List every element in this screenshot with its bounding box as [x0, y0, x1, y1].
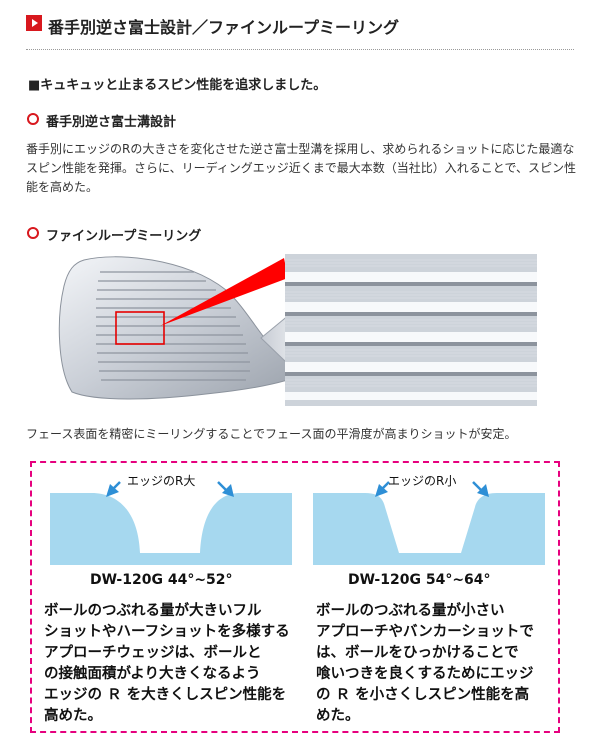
- edge-label-large-r: エッジのR大: [127, 474, 196, 488]
- milling-caption: フェース表面を精密にミーリングすることでフェース面の平滑度が高まりショットが安定…: [26, 427, 517, 441]
- arrow-right-icon: [472, 481, 482, 491]
- milling-illustration: [58, 254, 537, 406]
- zoom-area-marker: [115, 311, 165, 345]
- comparison-desc-right: ボールのつぶれる量が小さい アプローチやバンカーショットで は、ボールをひっかけ…: [316, 603, 534, 724]
- zoom-pointer: [160, 258, 288, 326]
- edge-label-small-r: エッジのR小: [388, 474, 457, 488]
- arrow-right-head-icon: [477, 484, 489, 497]
- red-circle-icon: [27, 113, 39, 125]
- arrow-left-icon: [382, 481, 390, 489]
- arrow-left-head-icon: [106, 484, 119, 497]
- arrow-right-head-icon: [222, 484, 234, 497]
- milling-zoom-panel: [285, 254, 537, 406]
- model-label-left: DW-120G 44°~52°: [90, 572, 233, 588]
- model-label-right: DW-120G 54°~64°: [348, 572, 491, 588]
- comparison-desc-left: ボールのつぶれる量が大きいフル ショットやハーフショットを多様する アプローチウ…: [44, 603, 290, 724]
- lead-text: ■キュキュッと止まるスピン性能を追求しました。: [28, 78, 327, 93]
- red-circle-icon: [27, 227, 39, 239]
- groove-diagram-small-r: [313, 481, 545, 565]
- arrow-right-icon: [217, 481, 227, 491]
- groove-comparison-box: [30, 461, 560, 733]
- section-body-grooves: 番手別にエッジのRの大きさを変化させた逆さ富士型溝を採用し、求められるショットに…: [26, 142, 576, 194]
- section-heading-grooves: 番手別逆さ富士溝設計: [46, 115, 177, 130]
- header-divider: [26, 49, 574, 50]
- arrow-left-head-icon: [375, 484, 388, 497]
- play-square-icon: [26, 15, 42, 31]
- section-heading-milling: ファインループミーリング: [46, 229, 202, 244]
- arrow-left-icon: [113, 481, 121, 489]
- page-title: 番手別逆さ富士設計／ファインループミーリング: [48, 18, 400, 37]
- groove-diagram-large-r: [50, 481, 292, 565]
